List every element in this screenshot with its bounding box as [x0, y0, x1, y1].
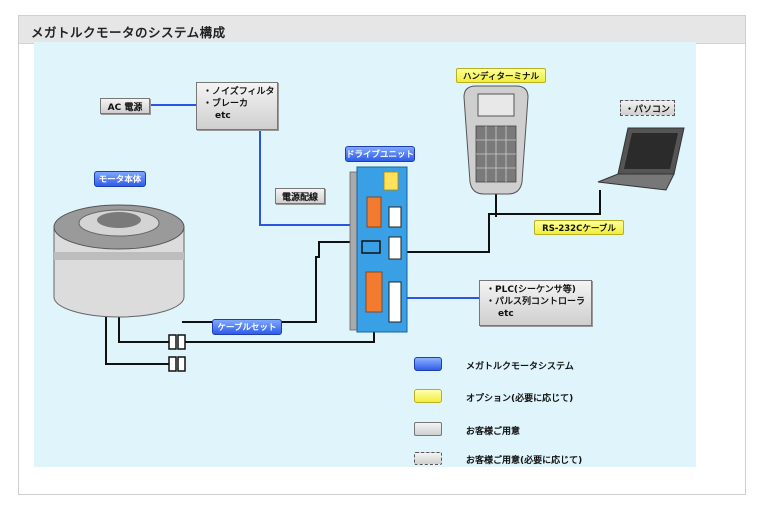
plc-box: ・PLC(シーケンサ等) ・パルス列コントローラ etc [479, 280, 592, 326]
laptop-icon [597, 127, 685, 191]
filter-line-1: ・ノイズフィルタ [203, 87, 275, 97]
drive-unit-label: ドライブユニット [346, 150, 415, 160]
power-wiring-box: 電源配線 [275, 188, 325, 204]
legend-swatch-customer-optional [414, 452, 442, 465]
legend-label-customer: お客様ご用意 [466, 427, 521, 437]
drive-unit-label-badge: ドライブユニット [345, 146, 415, 162]
rs232c-label: RS-232Cケーブル [542, 223, 616, 234]
diagram-drawing [53, 85, 685, 372]
panel-header: メガトルクモータのシステム構成 [19, 16, 745, 44]
handy-terminal-label: ハンディターミナル [463, 71, 539, 82]
pc-box: ・パソコン [620, 100, 675, 116]
filter-line-2: ・ブレーカ [203, 99, 249, 109]
drive-unit-icon [349, 166, 408, 333]
wire-motor-out-1 [105, 312, 169, 365]
filter-box: ・ノイズフィルタ ・ブレーカ etc [196, 82, 278, 130]
wire-power-to-drive [259, 130, 364, 226]
legend-swatch-customer [414, 422, 442, 436]
ac-power-label: AC 電源 [107, 102, 143, 113]
cable-set-label-badge: ケーブルセット [212, 319, 282, 335]
wire-motor-out-2 [118, 312, 169, 343]
wire-motor-power [182, 241, 375, 323]
filter-line-3: etc [215, 111, 231, 121]
motor-label: モータ本体 [98, 175, 142, 185]
cable-connector-upper [168, 334, 186, 350]
ac-power-box: AC 電源 [100, 98, 150, 114]
pc-label: ・パソコン [624, 104, 670, 115]
legend-label-system: メガトルクモータシステム [466, 362, 574, 372]
cable-connector-lower [168, 356, 186, 372]
legend-swatch-system [414, 357, 442, 371]
legend-label-customer-optional: お客様ご用意(必要に応じて) [466, 456, 583, 466]
wire-rs232c [404, 190, 601, 253]
legend-label-option: オプション(必要に応じて) [466, 394, 574, 404]
plc-line-3: etc [498, 309, 514, 319]
power-wiring-label: 電源配線 [281, 192, 318, 203]
cable-set-label: ケーブルセット [217, 323, 277, 333]
panel-title: メガトルクモータのシステム構成 [31, 25, 226, 40]
plc-line-1: ・PLC(シーケンサ等) [486, 285, 576, 295]
handy-terminal-label-badge: ハンディターミナル [456, 68, 546, 83]
motor-icon [53, 204, 185, 318]
system-diagram: AC 電源 ・ノイズフィルタ ・ブレーカ etc 電源配線 ・PLC(シーケンサ… [34, 42, 696, 467]
motor-label-badge: モータ本体 [94, 171, 146, 187]
legend-swatch-option [414, 389, 442, 403]
handy-terminal-icon [463, 85, 529, 195]
plc-line-2: ・パルス列コントローラ [486, 297, 586, 307]
rs232c-label-badge: RS-232Cケーブル [534, 220, 624, 235]
